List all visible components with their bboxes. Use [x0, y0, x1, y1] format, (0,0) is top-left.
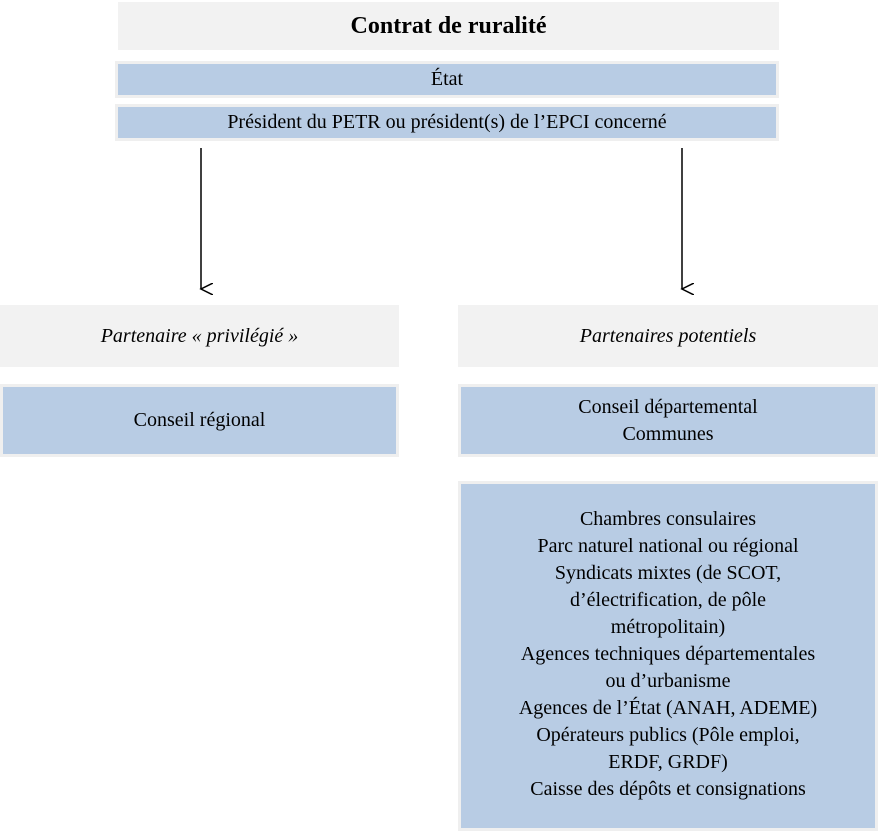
partner-label: Agences techniques départementales — [520, 643, 816, 665]
partner-label: ERDF, GRDF) — [608, 751, 728, 773]
partner-label: Chambres consulaires — [579, 508, 757, 530]
signatory-label: Président du PETR ou président(s) de l’E… — [227, 111, 667, 133]
right-heading: Partenaires potentiels — [579, 324, 757, 347]
partner-label: Conseil départemental — [578, 395, 758, 418]
right-group2-box: Chambres consulaires Parc naturel nation… — [458, 481, 878, 831]
left-heading-box: Partenaire « privilégié » — [0, 305, 399, 367]
title-box: Contrat de ruralité — [118, 2, 779, 50]
signatory-president: Président du PETR ou président(s) de l’E… — [115, 104, 779, 141]
partner-label: Parc naturel national ou régional — [537, 535, 799, 557]
partner-label: Conseil régional — [133, 409, 266, 431]
partner-label: d’électrification, de pôle — [569, 589, 766, 611]
right-group1-box: Conseil départemental Communes — [458, 384, 878, 457]
partner-label: métropolitain) — [610, 616, 726, 638]
signatory-label: État — [430, 68, 464, 90]
right-heading-box: Partenaires potentiels — [458, 305, 878, 367]
partner-label: Opérateurs publics (Pôle emploi, — [536, 724, 800, 746]
diagram-title: Contrat de ruralité — [350, 12, 547, 39]
partner-label: Agences de l’État (ANAH, ADEME) — [518, 697, 818, 719]
left-partner-box: Conseil régional — [0, 384, 399, 457]
partner-label: Communes — [622, 422, 714, 445]
partner-label: Caisse des dépôts et consignations — [530, 778, 806, 800]
left-heading: Partenaire « privilégié » — [100, 324, 299, 347]
partner-label: Syndicats mixtes (de SCOT, — [554, 562, 782, 584]
signatory-etat: État — [115, 61, 779, 98]
partner-label: ou d’urbanisme — [605, 670, 731, 692]
